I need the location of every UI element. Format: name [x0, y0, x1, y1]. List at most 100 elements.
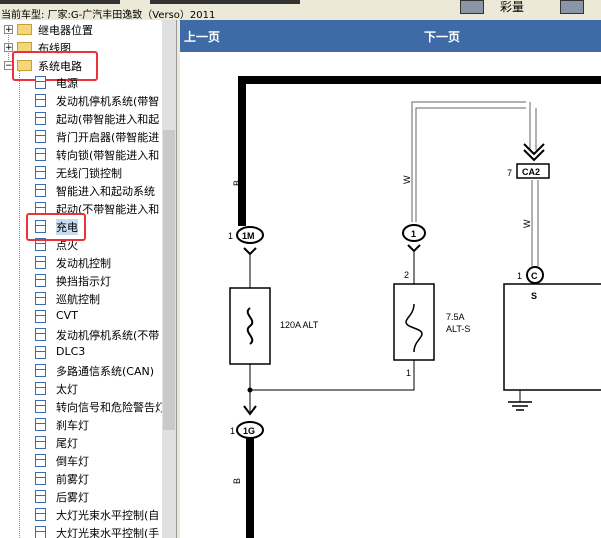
tree-item[interactable]: 转向锁(带智能进入和 — [30, 146, 162, 164]
document-icon — [35, 346, 46, 359]
alternator-box — [503, 283, 601, 391]
tree-item[interactable]: CVT — [30, 308, 162, 326]
connector-1g-pin: 1 — [230, 426, 235, 436]
fuse-7-5a-symbol — [405, 303, 423, 353]
tree-item-label: 刹车灯 — [56, 419, 89, 432]
tree-item[interactable]: 尾灯 — [30, 434, 162, 452]
toolbar-button[interactable] — [460, 0, 484, 14]
tree-item[interactable]: 电源 — [30, 74, 162, 92]
document-icon — [35, 454, 46, 467]
connector-1m-pin: 1 — [228, 231, 233, 241]
tree-item[interactable]: 发动机停机系统(带智 — [30, 92, 162, 110]
wire-color-b: B — [232, 180, 242, 186]
tree-item[interactable]: 大灯光束水平控制(手 — [30, 524, 162, 538]
connector-arrow — [407, 244, 421, 253]
wiring-diagram: CA2 7 B W W 1M 1 1 2 C 1 S 120A ALT — [228, 76, 601, 538]
diagram-viewer: CA2 7 B W W 1M 1 1 2 C 1 S 120A ALT — [180, 52, 601, 538]
tree-item-selected[interactable]: 充电 — [30, 218, 162, 236]
tree-item[interactable]: 巡航控制 — [30, 290, 162, 308]
fuse-7-5a-label: 7.5A — [446, 312, 465, 322]
tree-item-label: DLC3 — [56, 345, 86, 358]
tree-item[interactable]: 刹车灯 — [30, 416, 162, 434]
tree-item[interactable]: 智能进入和起动系统 — [30, 182, 162, 200]
expand-icon[interactable]: + — [4, 43, 13, 53]
panel-splitter[interactable] — [176, 20, 180, 538]
toolbar-strip — [0, 0, 120, 4]
connector-c-label: C — [531, 271, 538, 281]
tree-item-label: 背门开启器(带智能进 — [56, 131, 160, 144]
tree-folder-relay-location[interactable]: + 继电器位置 — [0, 20, 160, 38]
tree-panel: + 继电器位置 + 布线图 − 系统电路 电源 发动机停机系统(带智 起动(带智… — [0, 20, 176, 538]
page-nav-bar: 上一页 下一页 — [180, 20, 601, 52]
toolbar-button[interactable] — [560, 0, 584, 14]
fuse-pin-bottom: 1 — [406, 368, 411, 378]
tree-item[interactable]: 倒车灯 — [30, 452, 162, 470]
tree-item[interactable]: 大灯光束水平控制(自 — [30, 506, 162, 524]
document-icon — [35, 220, 46, 233]
fuse-120a-label: 120A ALT — [280, 320, 319, 330]
connector-ca2-label: CA2 — [522, 167, 540, 177]
tree-item[interactable]: 无线门锁控制 — [30, 164, 162, 182]
document-icon — [35, 328, 46, 341]
connector-ca2-pin: 7 — [507, 168, 512, 178]
junction-dot — [247, 387, 253, 393]
prev-page-button[interactable]: 上一页 — [184, 30, 221, 44]
tree-item-label: 转向信号和危险警告灯 — [56, 401, 166, 414]
toolbar-strip — [150, 0, 300, 4]
highlight-box — [26, 213, 86, 241]
scrollbar-thumb[interactable] — [163, 130, 175, 430]
document-icon — [35, 76, 46, 89]
tree-item[interactable]: 太灯 — [30, 380, 162, 398]
fuse-7-5a-label2: ALT-S — [446, 324, 470, 334]
document-icon — [35, 94, 46, 107]
tree-folder-system-circuit[interactable]: − 系统电路 — [0, 56, 160, 74]
terminal-s-label: S — [531, 291, 537, 301]
document-icon — [35, 382, 46, 395]
tree-item-label: 换挡指示灯 — [56, 275, 111, 288]
tree-scrollbar[interactable] — [162, 20, 176, 538]
document-icon — [35, 130, 46, 143]
tree-item[interactable]: 后雾灯 — [30, 488, 162, 506]
tree-item-label: 倒车灯 — [56, 455, 89, 468]
document-icon — [35, 184, 46, 197]
connector-c — [526, 266, 544, 284]
tree-folder-label: 继电器位置 — [38, 24, 93, 37]
connector-1m — [236, 226, 264, 244]
tree-item[interactable]: 点火 — [30, 236, 162, 254]
tree-item-label: 发动机停机系统(带智 — [56, 95, 160, 108]
tree-item-label: 发动机停机系统(不带 — [56, 329, 160, 342]
folder-open-icon — [17, 60, 32, 71]
document-icon — [35, 526, 46, 538]
wire-color-b: B — [232, 478, 242, 484]
tree-item-label: 后雾灯 — [56, 491, 89, 504]
document-icon — [35, 274, 46, 287]
tree-item-label: 起动(带智能进入和起 — [56, 113, 160, 126]
connector-chevron — [523, 143, 545, 156]
tree-item[interactable]: 换挡指示灯 — [30, 272, 162, 290]
tree-item-label: 发动机控制 — [56, 257, 111, 270]
document-icon — [35, 148, 46, 161]
tree-item[interactable]: 发动机停机系统(不带 — [30, 326, 162, 344]
tree-item-label: 智能进入和起动系统 — [56, 185, 155, 198]
fuse-120a-symbol — [246, 307, 254, 345]
tree-item-label: 多路通信系统(CAN) — [56, 365, 155, 378]
document-icon — [35, 490, 46, 503]
connector-ca2 — [516, 163, 550, 179]
tree-item[interactable]: 转向信号和危险警告灯 — [30, 398, 166, 416]
expand-icon[interactable]: + — [4, 25, 13, 35]
tree-line — [19, 70, 20, 538]
connector-1m-label: 1M — [242, 231, 255, 241]
tree-item[interactable]: 前雾灯 — [30, 470, 162, 488]
document-icon — [35, 256, 46, 269]
document-icon — [35, 364, 46, 377]
w-wire — [411, 101, 526, 222]
tree-item[interactable]: 多路通信系统(CAN) — [30, 362, 162, 380]
next-page-button[interactable]: 下一页 — [424, 30, 461, 44]
tree-item[interactable]: 起动(带智能进入和起 — [30, 110, 162, 128]
document-icon — [35, 112, 46, 125]
tree-item[interactable]: DLC3 — [30, 344, 162, 362]
tree-item[interactable]: 背门开启器(带智能进 — [30, 128, 162, 146]
document-icon — [35, 418, 46, 431]
tree-item[interactable]: 发动机控制 — [30, 254, 162, 272]
tree-item-label: 充电 — [56, 219, 78, 235]
